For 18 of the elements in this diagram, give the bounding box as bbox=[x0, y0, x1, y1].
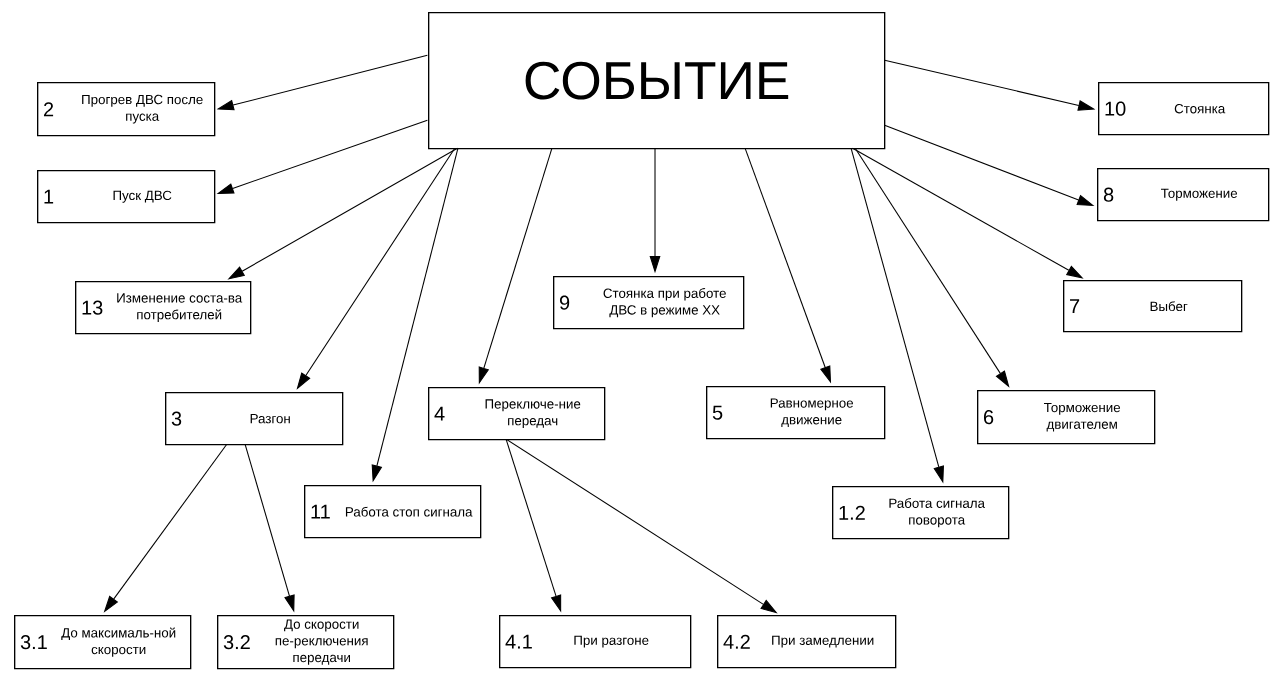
event-box: 9 Стоянка при работе ДВС в режиме ХХ bbox=[553, 276, 745, 330]
event-box: 1.2 Работа сигнала поворота bbox=[832, 486, 1010, 540]
event-box: 4 Переключе-ние передач bbox=[428, 387, 606, 441]
event-box: 2 Прогрев ДВС после пуска bbox=[37, 82, 216, 137]
event-box: 7 Выбег bbox=[1063, 280, 1243, 333]
event-box: 13 Изменение соста-ва потребителей bbox=[75, 281, 252, 335]
event-box: 1 Пуск ДВС bbox=[37, 170, 216, 224]
event-box: 5 Равномерное движение bbox=[706, 386, 886, 440]
event-box: 10 Стоянка bbox=[1098, 82, 1270, 136]
event-box: 3.2 До скорости пе-реключения передачи bbox=[217, 615, 395, 670]
event-box: 3 Разгон bbox=[165, 392, 344, 446]
event-box: 3.1 До максималь-ной скорости bbox=[14, 615, 192, 670]
event-box: 6 Торможение двигателем bbox=[977, 390, 1156, 445]
event-box: 4.2 При замедлении bbox=[717, 615, 897, 669]
event-box: 4.1 При разгоне bbox=[499, 615, 692, 669]
event-box: 11 Работа стоп сигнала bbox=[304, 485, 482, 539]
event-box: СОБЫТИЕ bbox=[428, 12, 886, 150]
event-box: 8 Торможение bbox=[1097, 168, 1270, 222]
